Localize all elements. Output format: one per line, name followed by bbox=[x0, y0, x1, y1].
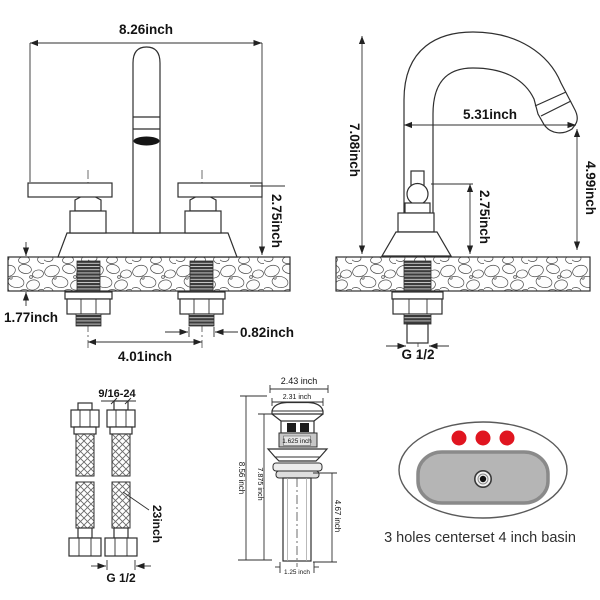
threaded-shank bbox=[189, 260, 214, 293]
drain-tailpipe-height-label: 4.67 inch bbox=[333, 500, 342, 532]
faucet-hole-marker bbox=[475, 430, 491, 446]
drain-total-height-label: 8.56 inch bbox=[237, 462, 246, 494]
washer bbox=[177, 291, 226, 300]
deck-thickness-label: 1.77inch bbox=[4, 310, 58, 325]
aerator bbox=[133, 136, 160, 146]
shank-tip bbox=[403, 313, 432, 325]
shank-thread-label: G 1/2 bbox=[401, 347, 434, 362]
dim-hose-bottom-thread: G 1/2 bbox=[91, 560, 151, 585]
dim-drain-tailpipe-width: 1.25 inch bbox=[275, 562, 319, 576]
drain-top-width-label: 2.43 inch bbox=[281, 376, 318, 386]
hose-length-label: 23inch bbox=[150, 505, 164, 543]
drain-assembly: 2.43 inch 2.31 inch 1.625 inch bbox=[237, 376, 342, 576]
washer bbox=[391, 291, 444, 300]
handle-side bbox=[380, 170, 453, 257]
hose bbox=[68, 402, 102, 557]
dim-deck-thickness: 1.77inch bbox=[4, 242, 58, 325]
basin-view: 3 holes centerset 4 inch basin bbox=[384, 421, 576, 546]
dim-hole-spacing: 4.01inch bbox=[88, 338, 202, 364]
threaded-shank bbox=[403, 260, 432, 293]
hole-spacing-label: 4.01inch bbox=[118, 349, 172, 364]
basin-caption: 3 holes centerset 4 inch basin bbox=[384, 530, 576, 546]
spout-tip-band bbox=[540, 100, 572, 117]
shank-tip bbox=[188, 313, 215, 327]
spout-height-label: 4.99inch bbox=[583, 161, 598, 215]
supply-hoses: 9/16-24 23inch G 1/2 bbox=[68, 388, 164, 585]
basin-drain-hole bbox=[473, 469, 492, 488]
countertop-front bbox=[7, 256, 291, 292]
inlet-pipe bbox=[406, 323, 429, 344]
left-handle bbox=[27, 182, 113, 234]
mounting-nut bbox=[179, 298, 224, 315]
spout-tip-band bbox=[534, 91, 567, 107]
dim-drain-under-flange-height: 7.875 inch bbox=[256, 413, 280, 560]
hose-bottom-thread-label: G 1/2 bbox=[106, 571, 136, 585]
hose-top-thread-label: 9/16-24 bbox=[98, 388, 136, 400]
drain-cap bbox=[271, 401, 324, 422]
dim-drain-tailpipe-height: 4.67 inch bbox=[313, 472, 342, 563]
side-handle-height-label: 2.75inch bbox=[477, 190, 492, 244]
dim-shank-diameter: 0.82inch bbox=[165, 325, 294, 340]
dim-drain-top-width: 2.43 inch bbox=[269, 376, 329, 393]
dim-hose-top-thread: 9/16-24 bbox=[98, 388, 137, 405]
drain-tailpipe-width-label: 1.25 inch bbox=[284, 569, 310, 576]
faucet-hole-marker bbox=[499, 430, 515, 446]
washer bbox=[64, 291, 113, 300]
total-height-label: 7.08inch bbox=[347, 123, 362, 177]
drain-under-flange-label: 7.875 inch bbox=[256, 467, 265, 500]
mounting-nut bbox=[392, 298, 443, 315]
dim-spout-height: 4.99inch bbox=[573, 129, 598, 250]
countertop-side bbox=[335, 256, 591, 292]
shank-diameter-label: 0.82inch bbox=[240, 325, 294, 340]
drain-body: 1.625 inch bbox=[266, 420, 329, 479]
dim-handle-height-side: 2.75inch bbox=[431, 183, 492, 254]
threaded-shank bbox=[76, 260, 101, 293]
front-handle-height-label: 2.75inch bbox=[269, 194, 284, 248]
dim-shank-thread: G 1/2 bbox=[386, 342, 449, 362]
spout-reach-label: 5.31inch bbox=[463, 107, 517, 122]
dim-spout-reach: 5.31inch bbox=[404, 107, 576, 129]
dim-handle-height-front: 2.75inch bbox=[250, 185, 285, 255]
drain-body-width-label: 1.625 inch bbox=[282, 438, 312, 445]
side-view: 7.08inch 5.31inch 4.99inch 2.75inch G 1/… bbox=[335, 31, 598, 362]
dim-overall-width: 8.26inch bbox=[29, 22, 263, 183]
front-width-label: 8.26inch bbox=[119, 22, 173, 37]
shank-tip bbox=[75, 313, 102, 327]
dim-hose-length: 23inch bbox=[122, 491, 164, 543]
faucet-base bbox=[57, 232, 238, 258]
drain-cap-width-label: 2.31 inch bbox=[283, 394, 312, 401]
mounting-nut bbox=[66, 298, 111, 315]
dim-total-height: 7.08inch bbox=[347, 36, 366, 254]
faucet-hole-marker bbox=[451, 430, 467, 446]
front-view: 8.26inch 2.75inch 1.77inch 0.82inch 4.01… bbox=[4, 22, 294, 364]
drain-tailpipe bbox=[282, 477, 312, 567]
dim-drain-total-height: 8.56 inch bbox=[237, 395, 272, 561]
